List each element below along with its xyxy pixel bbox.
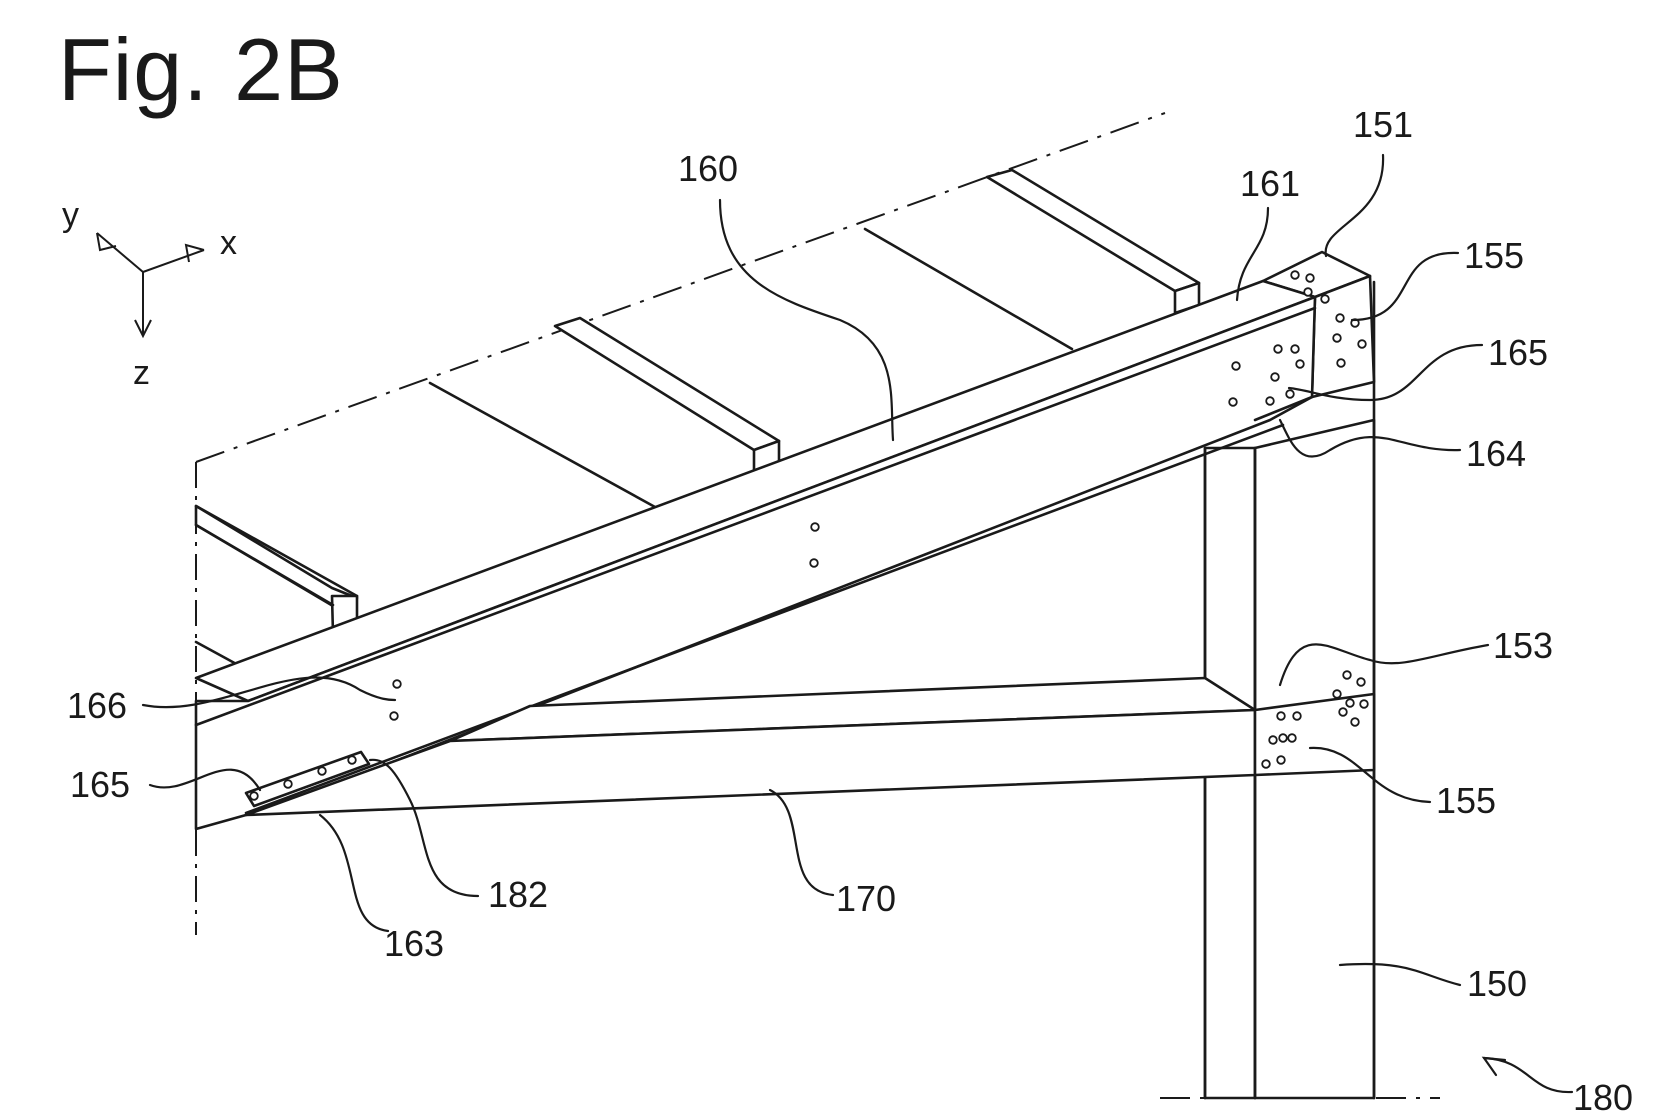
hole [1279,734,1287,742]
label-164: 164 [1466,433,1526,474]
label-182: 182 [488,874,548,915]
bracket-front [1312,276,1374,397]
hole [1229,398,1237,406]
label-170: 170 [836,878,896,919]
label-151: 151 [1353,104,1413,145]
roof-slat [555,318,779,450]
hole [250,792,258,800]
axis-triad: y x z [62,196,237,392]
slat-edge [196,525,333,605]
label-163: 163 [384,923,444,964]
y-axis-label: y [62,196,79,234]
hole [1262,760,1270,768]
hole [811,523,819,531]
slat-edge [430,383,655,507]
hole [1336,314,1344,322]
slat-edge [196,506,357,596]
hole [348,756,356,764]
hole [1346,699,1354,707]
reference-numerals: 151 160 161 155 165 164 153 155 166 165 … [67,104,1633,1117]
hole [1277,712,1285,720]
hole [1286,390,1294,398]
label-153: 153 [1493,625,1553,666]
hole [1306,274,1314,282]
hole [1358,340,1366,348]
slat-edge [196,642,240,666]
hole [318,767,326,775]
hole [1343,671,1351,679]
hole [284,780,292,788]
hole [1271,373,1279,381]
hole [1277,756,1285,764]
label-161: 161 [1240,163,1300,204]
hole [1304,288,1312,296]
label-166: 166 [67,685,127,726]
hole [1232,362,1240,370]
hole [1266,397,1274,405]
hole [1291,271,1299,279]
hole [1296,360,1304,368]
arrowhead-180 [1484,1058,1505,1075]
hole [1339,708,1347,716]
roof-slat [987,170,1199,291]
leader-163 [320,815,388,931]
hole [1333,334,1341,342]
beam-line [196,308,1315,725]
hole [1269,736,1277,744]
leader-180 [1484,1058,1572,1092]
hole [390,712,398,720]
hole [1357,678,1365,686]
beam-top-face [196,281,1315,701]
slat-edge [865,229,1072,349]
y-axis-arrow [97,233,143,272]
leader-151 [1326,155,1383,256]
label-155-top: 155 [1464,235,1524,276]
hole [1360,700,1368,708]
roof-slat [196,506,357,606]
label-150: 150 [1467,963,1527,1004]
leader-160 [720,200,893,440]
hole [1291,345,1299,353]
label-165-right: 165 [1488,332,1548,373]
hole [1321,295,1329,303]
x-axis-label: x [220,224,237,262]
hole [1274,345,1282,353]
hole [1293,712,1301,720]
hole [810,559,818,567]
hole [1288,734,1296,742]
hole [393,680,401,688]
hole [1333,690,1341,698]
label-160: 160 [678,148,738,189]
label-155-mid: 155 [1436,780,1496,821]
label-165-left: 165 [70,764,130,805]
x-axis-arrow [143,250,204,272]
z-axis-label: z [133,354,150,392]
leader-170 [770,790,833,895]
label-180: 180 [1573,1077,1633,1117]
hole [1351,718,1359,726]
hole [1337,359,1345,367]
